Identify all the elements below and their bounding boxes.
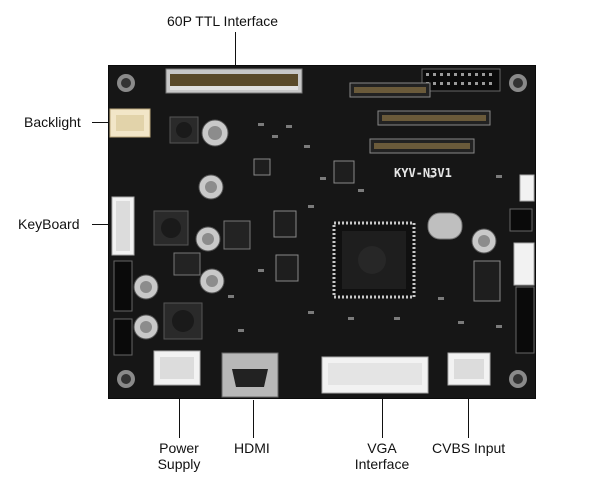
power-supply-connector <box>153 350 201 386</box>
leader-line-top <box>235 32 236 74</box>
left-pin-header-1 <box>113 260 133 312</box>
hdmi-connector <box>221 352 279 398</box>
label-power-line1: Power <box>159 440 199 456</box>
smd-components <box>228 123 502 332</box>
right-square-header <box>509 208 533 232</box>
vga-connector <box>321 356 429 394</box>
fpc-connector-2 <box>349 82 431 98</box>
pcb-board: KYV-N3V1 <box>108 65 536 399</box>
leader-line-vga <box>382 396 383 438</box>
label-vga-interface: VGA Interface <box>346 440 418 472</box>
top-right-pin-header <box>421 68 501 92</box>
leader-line-cvbs <box>468 392 469 438</box>
label-vga-line2: Interface <box>354 456 410 472</box>
backlight-connector <box>109 108 151 138</box>
board-model-silkscreen: KYV-N3V1 <box>394 166 452 180</box>
label-60p-ttl-interface: 60P TTL Interface <box>167 13 279 29</box>
leader-line-power <box>179 392 180 438</box>
label-hdmi: HDMI <box>234 440 270 456</box>
label-backlight: Backlight <box>24 114 81 130</box>
label-vga-line1: VGA <box>367 440 397 456</box>
leader-line-backlight <box>92 122 108 123</box>
crystal-oscillator <box>427 212 463 240</box>
ttl-fpc-connector <box>165 68 303 94</box>
leader-line-hdmi <box>253 400 254 438</box>
label-power-supply: Power Supply <box>148 440 210 472</box>
label-cvbs-input: CVBS Input <box>432 440 506 456</box>
mounting-holes <box>117 74 527 388</box>
keyboard-connector <box>111 196 135 256</box>
capacitors <box>133 119 497 340</box>
main-controller-chip <box>332 221 416 299</box>
left-pin-header-2 <box>113 318 133 356</box>
cvbs-connector <box>447 352 491 386</box>
right-white-connector <box>513 242 535 286</box>
right-white-connector-small <box>519 174 535 202</box>
regulators <box>173 220 251 276</box>
inductors <box>153 116 203 340</box>
leader-line-keyboard <box>92 224 108 225</box>
label-keyboard: KeyBoard <box>18 216 80 232</box>
small-ics <box>253 158 501 302</box>
right-pin-header <box>515 286 535 354</box>
fpc-connector-4 <box>369 138 475 154</box>
fpc-connector-3 <box>377 110 491 126</box>
label-power-line2: Supply <box>157 456 201 472</box>
